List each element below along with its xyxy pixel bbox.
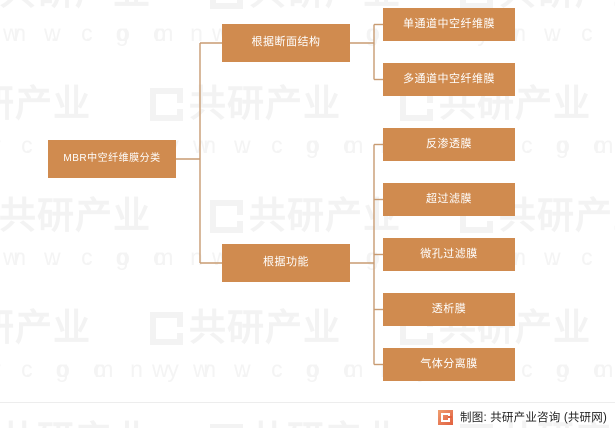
node-leaf-2-4[interactable]: 透析膜	[383, 293, 515, 326]
node-root-mbr-classification[interactable]: MBR中空纤维膜分类	[48, 140, 176, 178]
node-leaf-2-2[interactable]: 超过滤膜	[383, 183, 515, 216]
footer-divider	[0, 402, 615, 403]
node-label: 透析膜	[431, 302, 467, 315]
node-branch-1[interactable]: 根据断面结构	[222, 24, 350, 62]
node-leaf-1-1[interactable]: 单通道中空纤维膜	[383, 8, 515, 41]
node-label: 超过滤膜	[426, 192, 472, 205]
node-leaf-1-2[interactable]: 多通道中空纤维膜	[383, 63, 515, 96]
node-label: MBR中空纤维膜分类	[63, 153, 161, 164]
footer-credit-text: 制图: 共研产业咨询 (共研网)	[460, 412, 607, 424]
node-leaf-2-3[interactable]: 微孔过滤膜	[383, 238, 515, 271]
node-label: 根据断面结构	[251, 36, 321, 49]
node-label: 反渗透膜	[426, 137, 472, 150]
node-leaf-2-1[interactable]: 反渗透膜	[383, 128, 515, 161]
gonyn-logo-icon	[438, 409, 454, 425]
node-label: 单通道中空纤维膜	[403, 17, 495, 30]
footer: 制图: 共研产业咨询 (共研网)	[438, 408, 607, 426]
node-label: 气体分离膜	[420, 357, 478, 370]
node-label: 微孔过滤膜	[420, 247, 478, 260]
node-label: 根据功能	[263, 256, 309, 269]
node-leaf-2-5[interactable]: 气体分离膜	[383, 348, 515, 381]
node-branch-2[interactable]: 根据功能	[222, 244, 350, 282]
node-label: 多通道中空纤维膜	[403, 72, 495, 85]
